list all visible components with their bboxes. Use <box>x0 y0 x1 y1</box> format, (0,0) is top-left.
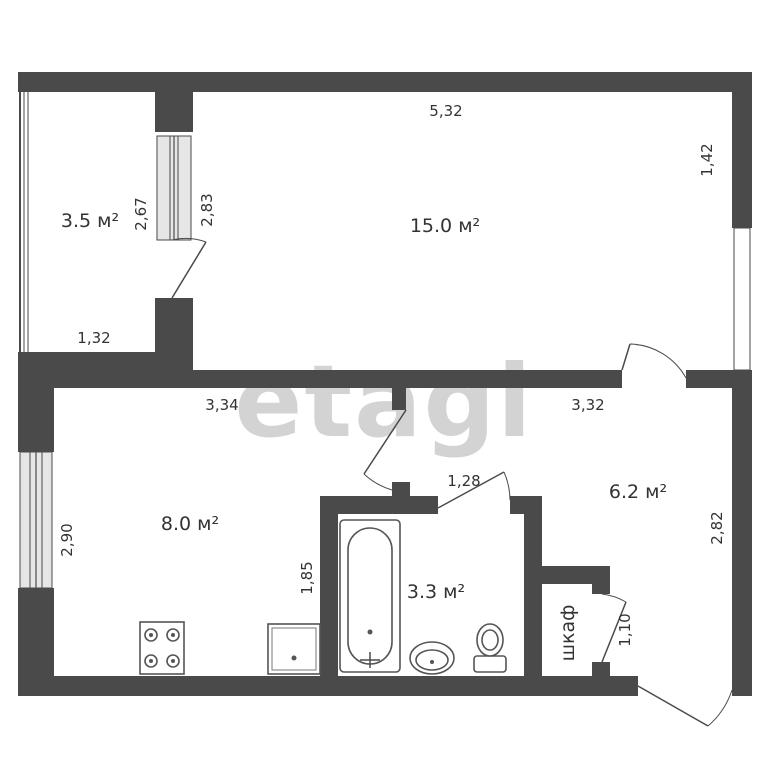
doors <box>171 237 733 727</box>
bath-door-dim: 1,28 <box>447 472 480 490</box>
living-right-dim: 1,42 <box>698 143 716 176</box>
living-room-area: 15.0 м² <box>410 215 480 237</box>
closet-label: шкаф <box>557 605 579 662</box>
bathtub-icon <box>339 519 401 673</box>
kitchen-height-dim: 2,90 <box>58 523 76 556</box>
stove-icon <box>139 621 185 675</box>
wall-right <box>732 72 752 228</box>
sink-icon <box>267 623 321 675</box>
wall-left-bottom <box>18 588 54 696</box>
kitchen-inner-dim: 1,85 <box>298 561 316 594</box>
living-width-dim: 5,32 <box>429 102 462 120</box>
watermark: etagi <box>235 343 534 460</box>
balcony-height-dim: 2,67 <box>132 197 150 230</box>
wall-balcony-bottom <box>18 352 193 370</box>
wall-top <box>18 72 752 92</box>
wall-partition-top <box>155 72 193 132</box>
wall-entrance-jamb <box>610 676 638 696</box>
wall-mid-right <box>392 370 622 388</box>
window-living-right <box>733 227 751 371</box>
hallway-height-dim: 2,82 <box>708 511 726 544</box>
balcony-width-dim: 1,32 <box>77 329 110 347</box>
washbasin-icon <box>409 641 455 675</box>
wall-right-lower <box>732 370 752 696</box>
wall-bath-left <box>320 496 338 686</box>
closet-dim: 1,10 <box>616 613 634 646</box>
balcony-glazing <box>19 92 29 352</box>
kitchen-area: 8.0 м² <box>161 513 219 535</box>
hallway-width-dim: 3,32 <box>571 396 604 414</box>
wall-mid-far-right <box>686 370 752 388</box>
wall-kitchen-jamb <box>392 388 406 410</box>
wall-closet-top <box>524 566 610 584</box>
bathroom-area: 3.3 м² <box>407 581 465 603</box>
toilet-icon <box>473 623 507 673</box>
window-kitchen <box>19 451 53 589</box>
wall-closet-right <box>592 566 610 594</box>
walls <box>18 72 752 696</box>
window-partition <box>156 135 192 241</box>
living-left-dim: 2,83 <box>198 193 216 226</box>
wall-mid-left <box>18 370 398 388</box>
wall-bath-right <box>524 496 542 686</box>
wall-bath-stub <box>392 482 410 502</box>
wall-partition-bottom <box>155 298 193 370</box>
balcony-area: 3.5 м² <box>61 210 119 232</box>
kitchen-width-dim: 3,34 <box>205 396 238 414</box>
wall-closet-right-low <box>592 662 610 692</box>
hallway-area: 6.2 м² <box>609 481 667 503</box>
